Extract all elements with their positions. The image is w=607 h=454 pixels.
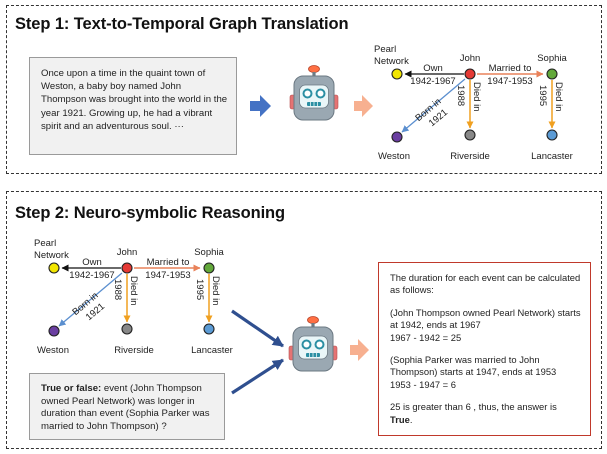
answer-conclusion-value: True xyxy=(390,413,410,425)
answer-event1: (John Thompson owned Pearl Network) star… xyxy=(390,307,581,344)
g2-node-riverside: Riverside xyxy=(114,345,154,356)
question-bold-prefix: True or false: xyxy=(41,383,102,394)
step2-title: Step 2: Neuro-symbolic Reasoning xyxy=(15,204,286,222)
g2-node-pearl-line1: Pearl xyxy=(34,238,56,249)
g2-node-john: John xyxy=(117,247,138,258)
answer-event1-desc: (John Thompson owned Pearl Network) star… xyxy=(390,306,581,331)
g1-node-lancaster: Lancaster xyxy=(531,151,573,162)
g1-edge-sophia-died: Died in xyxy=(553,82,564,112)
g1-edge-married: Married to xyxy=(489,63,532,74)
g1-node-pearl-line1: Pearl xyxy=(374,44,396,55)
question-box: True or false: event (John Thompson owne… xyxy=(29,373,225,440)
g1-node-riverside: Riverside xyxy=(450,151,490,162)
story-text-box: Once upon a time in the quaint town of W… xyxy=(29,57,237,155)
g2-node-sophia: Sophia xyxy=(194,247,224,258)
step1-robot-icon xyxy=(289,64,339,121)
g1-node-weston: Weston xyxy=(378,151,410,162)
answer-event1-calc: 1967 - 1942 = 25 xyxy=(390,331,462,343)
g2-node-pearl-line2: Network xyxy=(34,250,69,261)
g1-node-pearl-line2: Network xyxy=(374,56,409,67)
answer-box: The duration for each event can be calcu… xyxy=(378,262,591,436)
answer-conclusion-text: 25 is greater than 6 , thus, the answer … xyxy=(390,401,557,413)
answer-event2-calc: 1953 - 1947 = 6 xyxy=(390,378,456,390)
g2-node-weston: Weston xyxy=(37,345,69,356)
step1-orange-arrow xyxy=(354,95,373,117)
g2-edge-own: Own xyxy=(82,257,102,268)
g1-edge-john-died-year: 1988 xyxy=(455,85,466,106)
g1-edge-married-years: 1947-1953 xyxy=(487,76,532,87)
answer-event2-desc: (Sophia Parker was married to John Thomp… xyxy=(390,354,557,378)
step1-blue-arrow xyxy=(250,95,271,117)
g2-edge-john-died-year: 1988 xyxy=(112,279,123,300)
g2-edge-sophia-died: Died in xyxy=(210,276,221,306)
graph-to-robot-arrow xyxy=(231,309,284,348)
g2-edge-john-died: Died in xyxy=(128,276,139,306)
g2-node-lancaster: Lancaster xyxy=(191,345,233,356)
g1-edge-john-died: Died in xyxy=(471,82,482,112)
g1-node-john: John xyxy=(460,53,481,64)
step2-panel xyxy=(6,191,602,449)
answer-conclusion: 25 is greater than 6 , thus, the answer … xyxy=(390,401,581,426)
step2-orange-arrow xyxy=(350,339,369,361)
answer-conclusion-period: . xyxy=(409,413,413,425)
g1-edge-sophia-died-year: 1995 xyxy=(537,85,548,106)
question-to-robot-arrow xyxy=(231,358,284,395)
answer-intro: The duration for each event can be calcu… xyxy=(390,272,581,296)
question-text: event (John Thompson owned Pearl Network… xyxy=(41,383,210,432)
g1-edge-own-years: 1942-1967 xyxy=(410,76,455,87)
g1-edge-own: Own xyxy=(423,63,443,74)
g1-node-sophia: Sophia xyxy=(537,53,567,64)
g2-edge-married: Married to xyxy=(147,257,190,268)
step1-panel xyxy=(6,5,602,174)
step2-robot-icon xyxy=(288,315,338,372)
g2-edge-sophia-died-year: 1995 xyxy=(194,279,205,300)
g2-edge-married-years: 1947-1953 xyxy=(145,270,190,281)
answer-event2: (Sophia Parker was married to John Thomp… xyxy=(390,354,581,391)
g2-edge-own-years: 1942-1967 xyxy=(69,270,114,281)
step1-title: Step 1: Text-to-Temporal Graph Translati… xyxy=(15,15,349,33)
